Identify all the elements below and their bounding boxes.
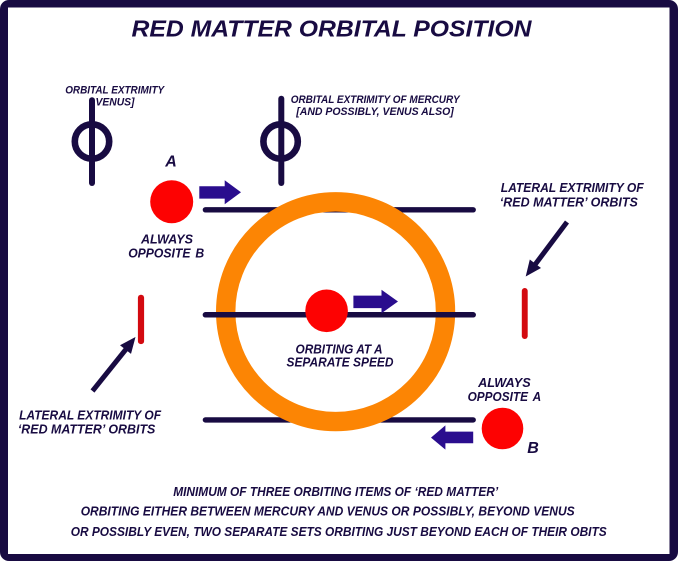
svg-text:ORBITING EITHER BETWEEN MERCUR: ORBITING EITHER BETWEEN MERCURY AND VENU… <box>81 504 575 519</box>
svg-text:ORBITAL EXTRIMITY OF MERCURY: ORBITAL EXTRIMITY OF MERCURY <box>291 94 462 106</box>
svg-text:LATERAL EXTRIMITY OF: LATERAL EXTRIMITY OF <box>501 180 645 195</box>
svg-text:VENUS]: VENUS] <box>96 96 135 108</box>
svg-text:B: B <box>527 440 539 457</box>
svg-text:LATERAL EXTRIMITY OF: LATERAL EXTRIMITY OF <box>19 408 162 423</box>
svg-text:‘RED MATTER’ ORBITS: ‘RED MATTER’ ORBITS <box>500 194 638 209</box>
svg-text:OPPOSITE A: OPPOSITE A <box>468 389 542 404</box>
svg-text:ORBITING AT A: ORBITING AT A <box>296 343 383 357</box>
svg-text:‘RED MATTER’ ORBITS: ‘RED MATTER’ ORBITS <box>18 422 156 437</box>
svg-text:A: A <box>164 154 177 171</box>
svg-text:RED MATTER ORBITAL POSITION: RED MATTER ORBITAL POSITION <box>132 15 532 41</box>
svg-text:MINIMUM OF THREE ORBITING ITEM: MINIMUM OF THREE ORBITING ITEMS OF ‘RED … <box>173 484 498 499</box>
svg-text:OPPOSITE B: OPPOSITE B <box>128 246 204 261</box>
svg-text:SEPARATE SPEED: SEPARATE SPEED <box>287 356 394 370</box>
svg-text:ALWAYS: ALWAYS <box>477 375 531 390</box>
svg-text:ORBITAL EXTRIMITY: ORBITAL EXTRIMITY <box>65 84 166 96</box>
svg-text:[AND POSSIBLY, VENUS ALSO]: [AND POSSIBLY, VENUS ALSO] <box>295 106 454 118</box>
svg-text:ALWAYS: ALWAYS <box>140 232 193 247</box>
svg-text:OR POSSIBLY EVEN, TWO SEPARATE: OR POSSIBLY EVEN, TWO SEPARATE SETS ORBI… <box>71 524 607 539</box>
